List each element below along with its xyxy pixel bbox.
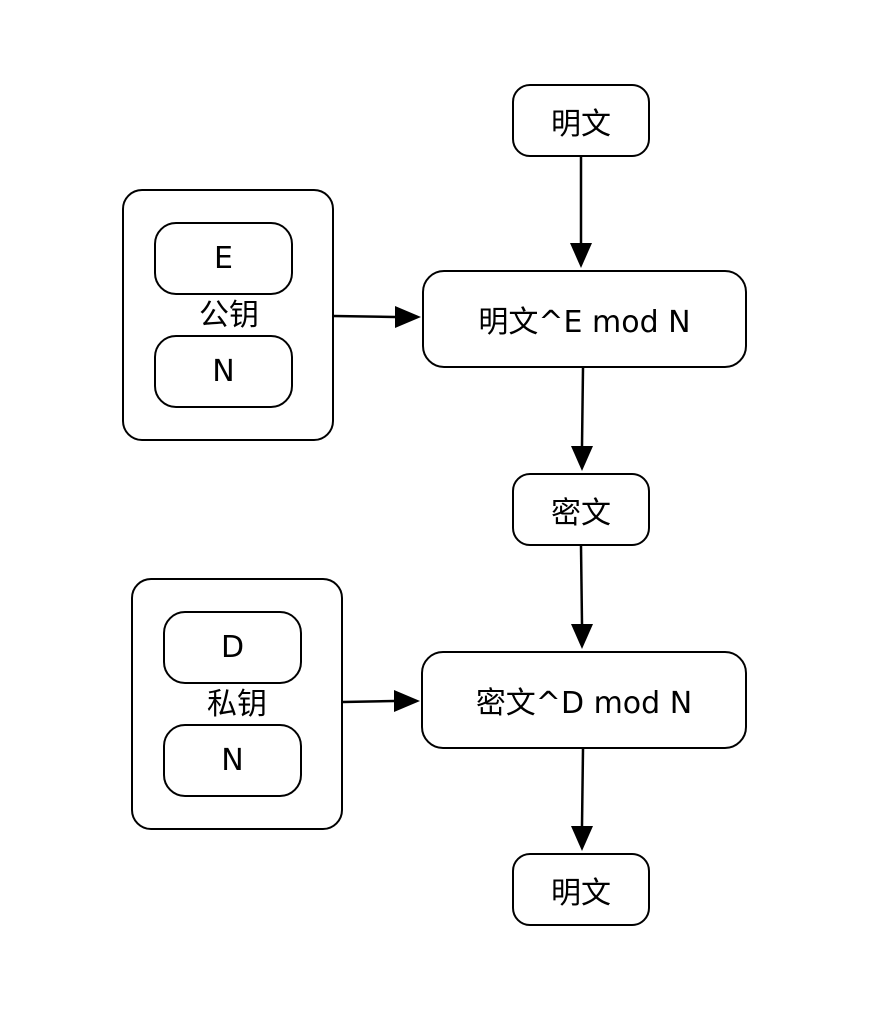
arrow-decrypt-to-plaintext xyxy=(571,748,593,851)
public-key-field-e: E xyxy=(154,222,293,295)
arrow-ciphertext-to-decrypt xyxy=(571,545,593,649)
public-key-field-e-label: E xyxy=(214,241,233,276)
plaintext-bottom-label: 明文 xyxy=(551,875,611,911)
arrow-privatekey-to-decrypt xyxy=(342,690,420,712)
private-key-label: 私钥 xyxy=(207,687,267,722)
public-key-label: 公钥 xyxy=(199,298,259,333)
private-key-field-d: D xyxy=(163,611,302,684)
private-key-field-d-label: D xyxy=(220,630,245,665)
public-key-field-n-label: N xyxy=(212,354,235,389)
decrypt-operation-label: 密文^D mod N xyxy=(475,686,693,721)
arrow-publickey-to-encrypt xyxy=(333,306,421,328)
arrow-plaintext-to-encrypt xyxy=(570,157,592,268)
public-key-field-n: N xyxy=(154,335,293,408)
ciphertext-label: 密文 xyxy=(551,495,611,531)
encrypt-operation-node: 明文^E mod N xyxy=(422,270,747,368)
plaintext-node-bottom: 明文 xyxy=(512,853,650,926)
private-key-field-n: N xyxy=(163,724,302,797)
private-key-field-n-label: N xyxy=(221,743,244,778)
plaintext-node-top: 明文 xyxy=(512,84,650,157)
encrypt-operation-label: 明文^E mod N xyxy=(478,305,691,340)
decrypt-operation-node: 密文^D mod N xyxy=(421,651,747,749)
ciphertext-node: 密文 xyxy=(512,473,650,546)
plaintext-top-label: 明文 xyxy=(551,106,611,142)
arrow-encrypt-to-ciphertext xyxy=(571,367,593,471)
